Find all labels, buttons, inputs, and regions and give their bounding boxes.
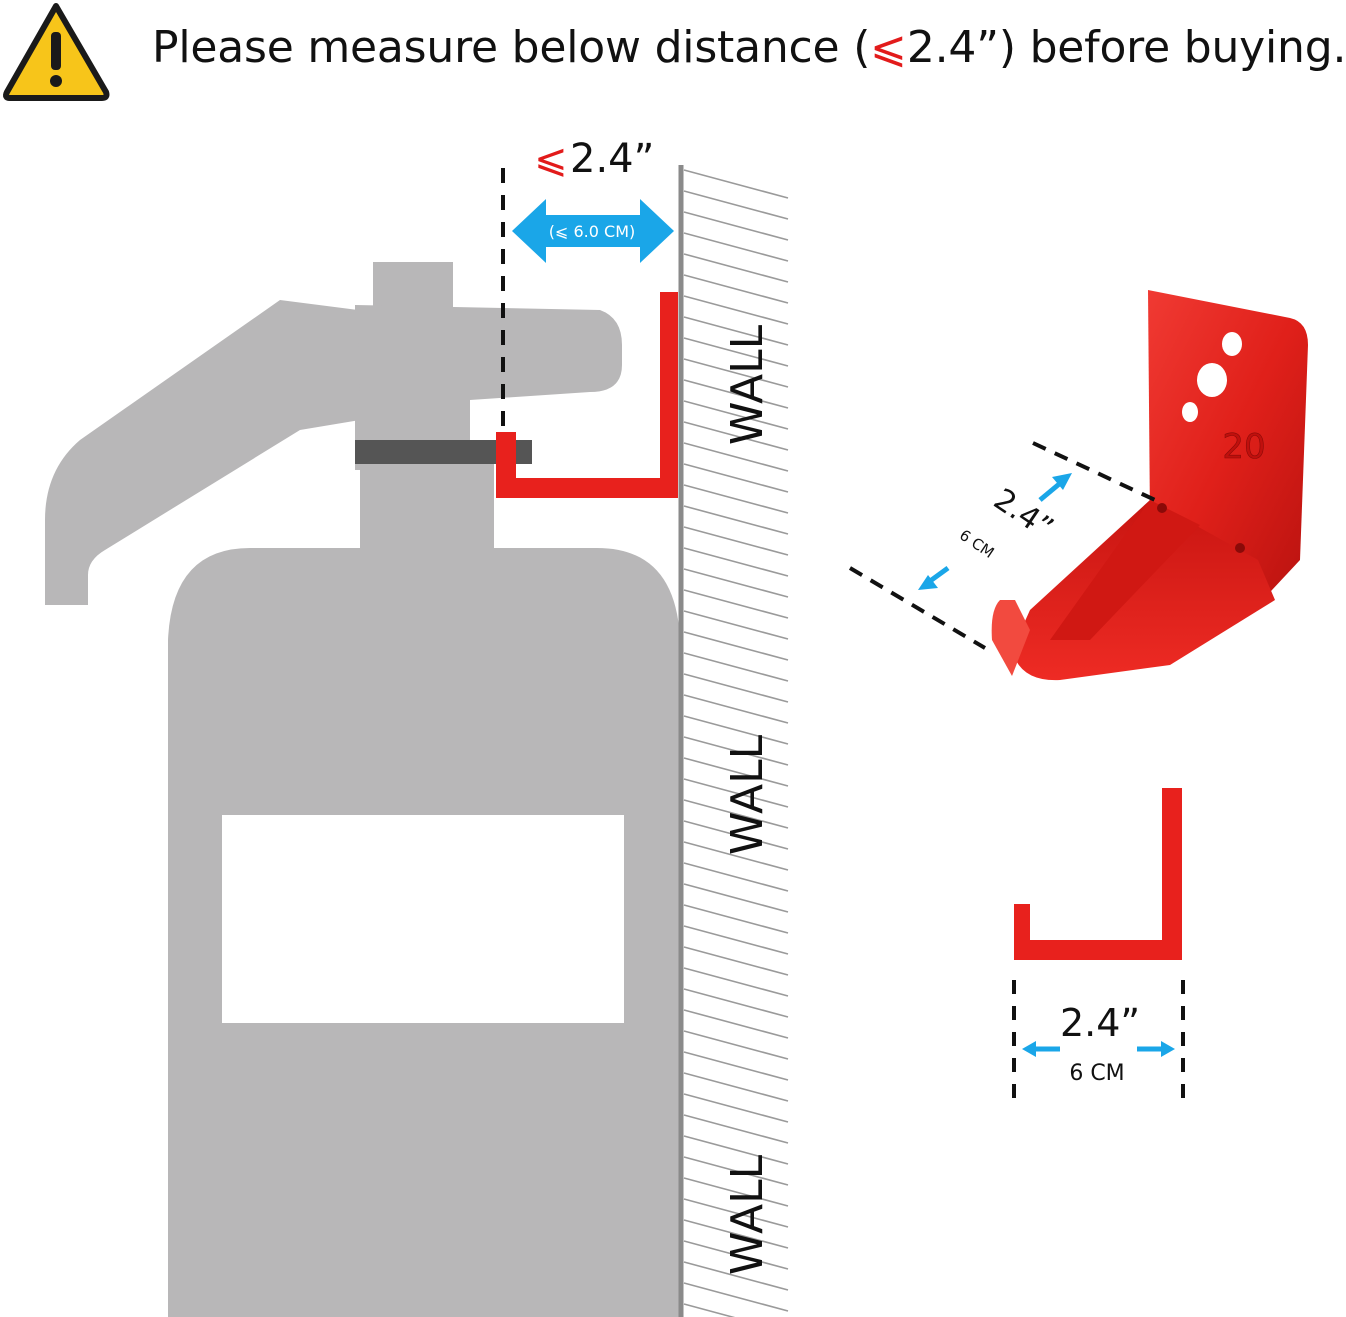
blue-double-arrow: (⩽ 6.0 CM) [512, 199, 674, 263]
wall-hatch-line [683, 295, 789, 325]
wall-hatch-line [683, 631, 789, 661]
wall-hatch-line [683, 694, 789, 724]
wall-hatch-line [683, 190, 789, 220]
extinguisher-label-area [222, 815, 624, 1023]
wall-hatch-line [683, 253, 789, 283]
wall-hatch-line [683, 778, 789, 808]
wall-hatch-line [683, 610, 789, 640]
wall-hatch-line [683, 232, 789, 262]
wall-hatch-line [683, 1051, 789, 1081]
wall-hatch-line [683, 1093, 789, 1123]
wall-hatch-line [683, 1240, 789, 1270]
wall-label-2: WALL [722, 734, 773, 855]
bracket-hole-bottom [1182, 402, 1198, 422]
wall-hatch-line [683, 421, 789, 451]
wall-hatch-line [683, 589, 789, 619]
wall-hatch-line [683, 883, 789, 913]
wall-hatch-line [683, 1198, 789, 1228]
header-instruction: Please measure below distance (⩽2.4”) be… [152, 22, 1346, 73]
wall-hatch-line [683, 1219, 789, 1249]
wall [678, 165, 789, 1317]
wall-hatch-line [683, 1030, 789, 1060]
wall-hatch-line [683, 526, 789, 556]
wall-hatch-line [683, 862, 789, 892]
photo-arrow-up [1038, 473, 1072, 502]
wall-hatch-line [683, 652, 789, 682]
bracket-hole-middle [1197, 363, 1227, 397]
extinguisher-silhouette [45, 262, 680, 1317]
wall-hatch-line [683, 988, 789, 1018]
profile-dimension-inch: 2.4” [1060, 1001, 1140, 1045]
wall-hatch-line [683, 379, 789, 409]
header-text-after: 2.4”) before buying. [906, 22, 1346, 73]
wall-hatch-line [683, 1072, 789, 1102]
profile-arrow-left [1022, 1041, 1060, 1057]
profile-dimension-cm: 6 CM [1069, 1061, 1124, 1086]
bracket-side-view [496, 292, 678, 498]
wall-hatch-line [683, 715, 789, 745]
wall-hatch-line [683, 925, 789, 955]
wall-hatch-line [683, 757, 789, 787]
wall-hatch-line [683, 820, 789, 850]
wall-hatch-line [683, 904, 789, 934]
bracket-hole-top [1222, 332, 1242, 356]
bracket-profile [1014, 788, 1182, 960]
warning-triangle-icon [3, 3, 110, 101]
wall-hatch-line [683, 1261, 789, 1291]
wall-hatch-line [683, 463, 789, 493]
bracket-stamp-number: 20 [1222, 427, 1265, 467]
wall-hatch-line [683, 169, 789, 199]
wall-hatch-line [683, 1114, 789, 1144]
header-lte-symbol: ⩽ [870, 22, 907, 73]
wall-hatch-line [683, 673, 789, 703]
wall-hatch-line [683, 967, 789, 997]
wall-hatch-line [683, 1282, 789, 1312]
bracket-photo: 20 [991, 290, 1308, 681]
wall-hatch-line [683, 442, 789, 472]
profile-arrow-right [1137, 1041, 1175, 1057]
top-dimension-value: 2.4” [570, 136, 654, 182]
wall-hatch-line [683, 841, 789, 871]
wall-hatch-line [683, 316, 789, 346]
wall-hatch-line [683, 946, 789, 976]
wall-hatch-line [683, 799, 789, 829]
wall-hatch-line [683, 505, 789, 535]
photo-dashed-line-bottom [848, 566, 987, 650]
wall-hatch-line [683, 568, 789, 598]
wall-hatch-line [683, 547, 789, 577]
diagram-canvas: Please measure below distance (⩽2.4”) be… [3, 3, 1346, 1317]
photo-arrow-down [918, 565, 950, 590]
diagram-svg: WALL WALL WALL ⩽ 2.4” (⩽ 6.0 CM) 20 [3, 3, 1308, 1317]
wall-hatch-line [683, 1009, 789, 1039]
wall-hatch-line [683, 358, 789, 388]
wall-label-3: WALL [722, 1154, 773, 1275]
header-text-before: Please measure below distance ( [152, 22, 871, 73]
top-dimension-symbol: ⩽ [534, 136, 568, 182]
wall-hatch-line [683, 1177, 789, 1207]
arrow-label: (⩽ 6.0 CM) [549, 222, 635, 241]
wall-hatch-line [683, 274, 789, 304]
wall-hatch-line [683, 1135, 789, 1165]
wall-hatch-line [683, 211, 789, 241]
wall-hatch-line [683, 400, 789, 430]
wall-hatch-line [683, 1303, 736, 1317]
photo-dimension-cm: 6 CM [956, 526, 997, 562]
wall-hatch-line [683, 736, 789, 766]
wall-hatch-line [683, 337, 789, 367]
wall-label-1: WALL [722, 324, 773, 445]
wall-hatch-line [683, 484, 789, 514]
wall-hatch-line [683, 1156, 789, 1186]
